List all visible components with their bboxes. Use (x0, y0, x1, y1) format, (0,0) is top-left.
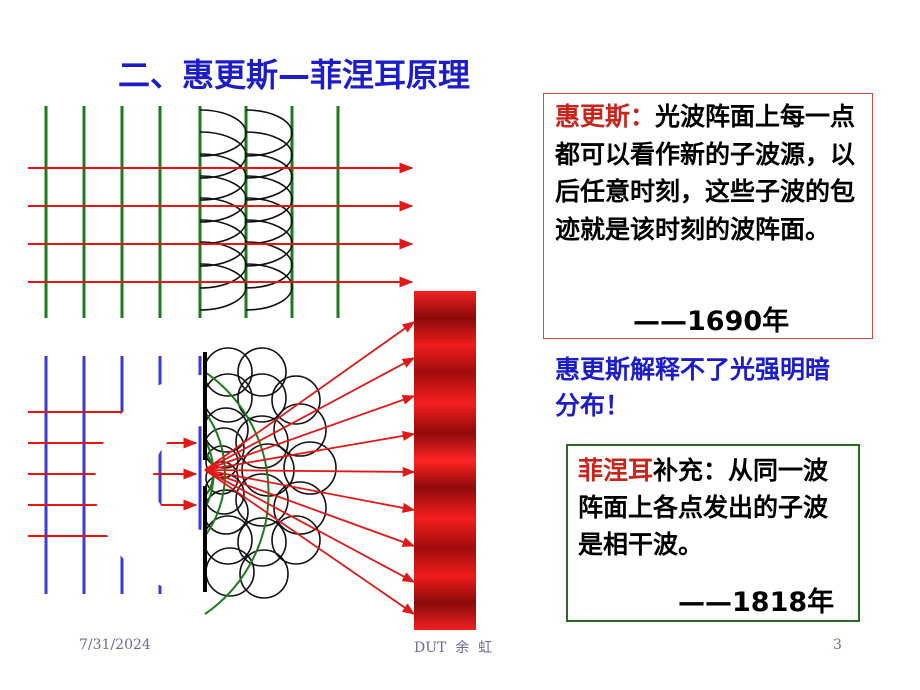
huygens-limitation-note: 惠更斯解释不了光强明暗分布！ (555, 352, 845, 424)
highlight-crescent (95, 375, 205, 595)
huygens-year: ——1690年 (633, 306, 790, 337)
huygens-principle-box: 惠更斯：光波阵面上每一点都可以看作新的子波源，以后任意时刻，这些子波的包迹就是该… (543, 93, 873, 339)
interference-screen (414, 291, 476, 630)
fresnel-statement: 补充：从同一波阵面上各点发出的子波是相干波。 (578, 456, 829, 559)
fresnel-year: ——1818年 (678, 587, 835, 618)
note-text: 惠更斯解释不了光强明暗分布！ (555, 355, 831, 420)
rays-top (28, 162, 414, 288)
huygens-statement: 光波阵面上每一点都可以看作新的子波源，以后任意时刻，这些子波的包迹就是该时刻的波… (555, 102, 856, 244)
footer-date: 7/31/2024 (79, 637, 151, 653)
fresnel-supplement-box: 菲涅耳补充：从同一波阵面上各点发出的子波是相干波。 ——1818年 (566, 444, 860, 622)
rays-diffracted (204, 321, 416, 615)
slide-title: 二、惠更斯—菲涅耳原理 (118, 56, 471, 94)
plane-wavefronts-top (44, 106, 340, 318)
page-number: 3 (833, 637, 842, 653)
huygens-label: 惠更斯： (555, 102, 656, 131)
footer-author: DUT 余 虹 (414, 640, 493, 656)
fresnel-label: 菲涅耳 (578, 456, 654, 485)
